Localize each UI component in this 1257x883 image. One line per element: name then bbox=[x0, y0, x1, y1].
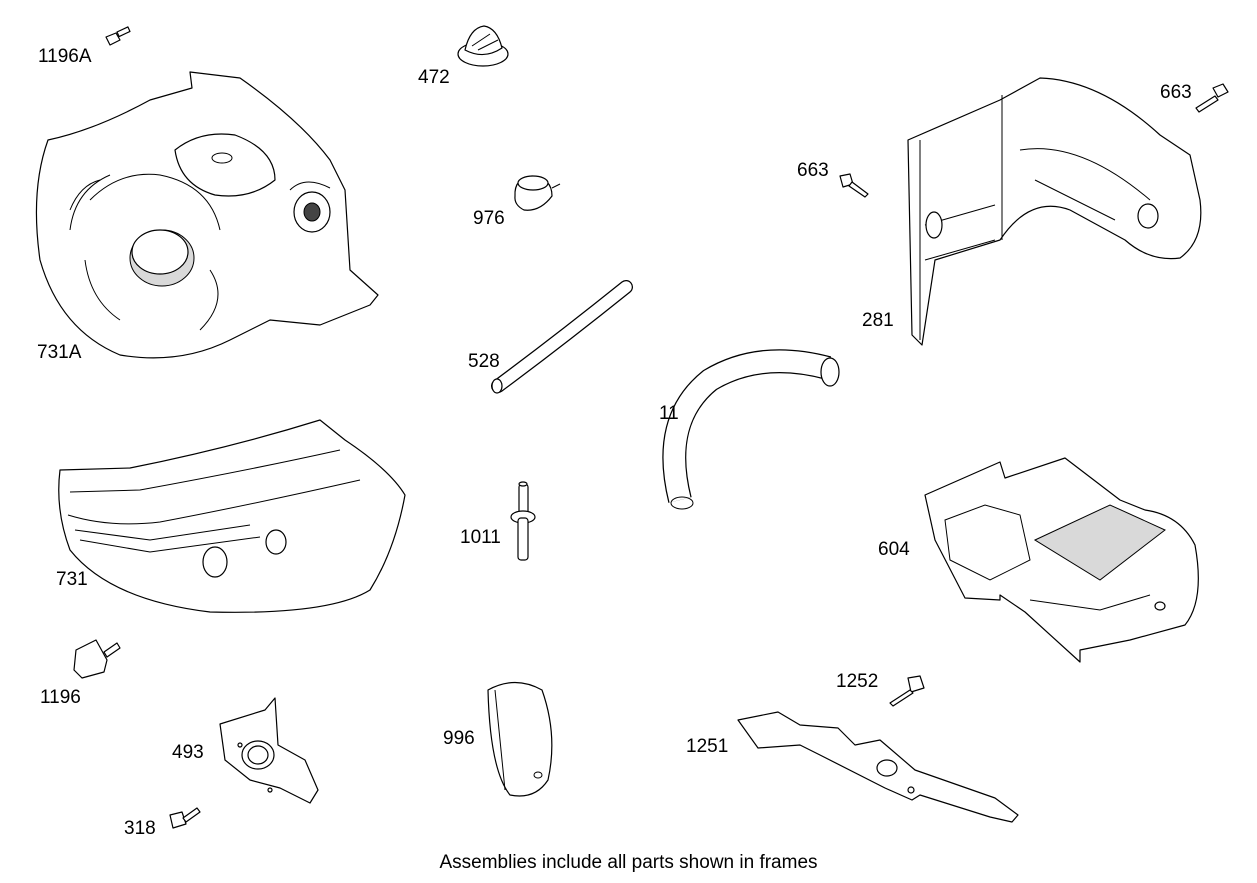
part-604-bracket bbox=[924, 457, 1199, 663]
part-1252-screw bbox=[889, 675, 925, 707]
label-318: 318 bbox=[124, 818, 156, 839]
part-731-shroud bbox=[58, 419, 406, 613]
label-472: 472 bbox=[418, 67, 450, 88]
part-318-screw bbox=[169, 807, 201, 829]
label-731: 731 bbox=[56, 569, 88, 590]
part-493-bracket bbox=[219, 697, 319, 804]
label-1251: 1251 bbox=[686, 736, 729, 757]
label-996: 996 bbox=[443, 728, 475, 749]
part-976-button bbox=[514, 175, 561, 211]
label-604: 604 bbox=[878, 539, 910, 560]
part-663-screw-right bbox=[1195, 83, 1229, 113]
part-281-shroud bbox=[907, 77, 1202, 346]
part-1196-knob bbox=[73, 639, 121, 679]
label-493: 493 bbox=[172, 742, 204, 763]
label-663-left: 663 bbox=[797, 160, 829, 181]
label-1196: 1196 bbox=[40, 687, 81, 708]
part-1251-lever bbox=[737, 711, 1019, 823]
part-472-knob bbox=[457, 25, 509, 67]
part-731a-blower-housing bbox=[35, 71, 379, 359]
label-1252: 1252 bbox=[836, 671, 879, 692]
label-281: 281 bbox=[862, 310, 894, 331]
part-1196a-screw bbox=[105, 26, 131, 46]
label-11: 11 bbox=[659, 403, 679, 424]
part-1011-fitting bbox=[510, 481, 536, 561]
label-663-right: 663 bbox=[1160, 82, 1192, 103]
part-663-screw-left bbox=[839, 173, 869, 198]
label-731a: 731A bbox=[37, 342, 82, 363]
footer-note: Assemblies include all parts shown in fr… bbox=[439, 852, 818, 873]
part-11-curved-tube bbox=[662, 349, 840, 510]
label-528: 528 bbox=[468, 351, 500, 372]
part-996-pad bbox=[487, 681, 553, 797]
label-1196a: 1196A bbox=[38, 46, 92, 67]
label-1011: 1011 bbox=[460, 527, 501, 548]
part-528-hose bbox=[491, 280, 633, 394]
label-976: 976 bbox=[473, 208, 505, 229]
